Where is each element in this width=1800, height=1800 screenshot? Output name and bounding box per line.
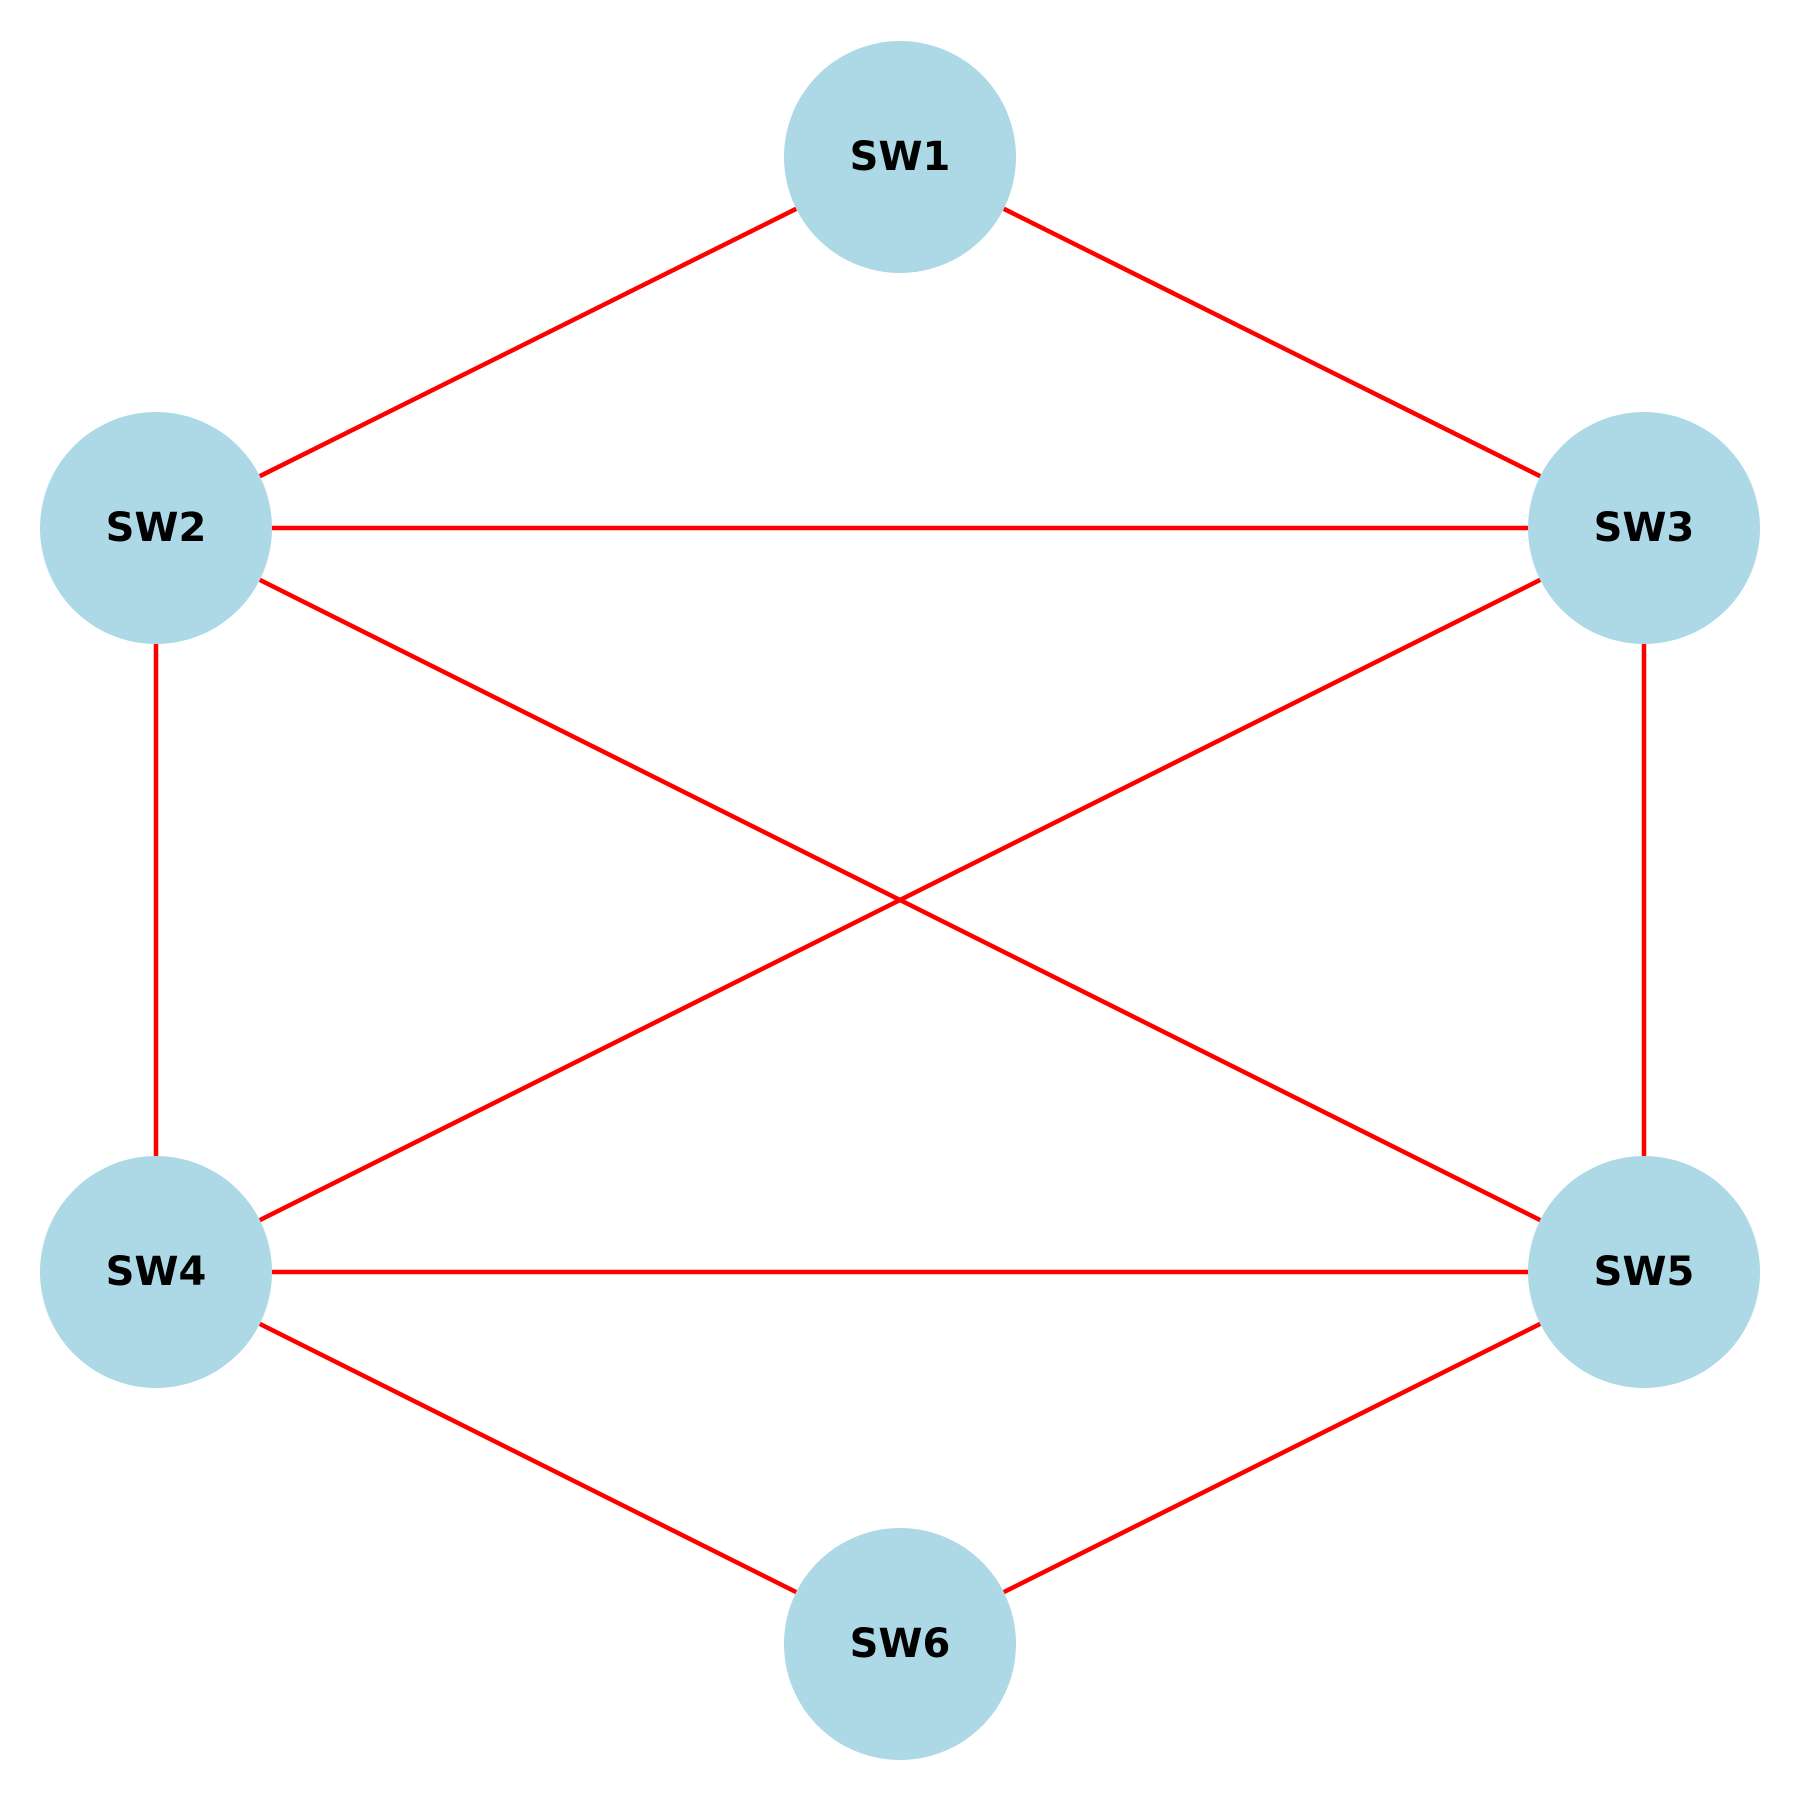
node-sw6: SW6 [784,1528,1016,1760]
node-label: SW4 [106,1249,207,1295]
node-sw3: SW3 [1528,412,1760,644]
node-label: SW1 [850,134,951,180]
edge-sw5-sw6 [1002,1321,1542,1595]
edge-sw1-sw3 [1002,206,1542,479]
node-circle [1528,1156,1760,1388]
node-circle [40,412,272,644]
node-label: SW3 [1594,505,1695,551]
node-sw4: SW4 [40,1156,272,1388]
node-sw2: SW2 [40,412,272,644]
node-label: SW2 [106,505,207,551]
node-label: SW6 [850,1621,951,1667]
edge-sw4-sw6 [258,1321,798,1595]
node-circle [40,1156,272,1388]
node-circle [784,41,1016,273]
node-circle [784,1528,1016,1760]
edge-sw1-sw2 [258,206,798,479]
node-label: SW5 [1594,1249,1695,1295]
node-circle [1528,412,1760,644]
edge-sw3-sw4 [258,577,1542,1223]
node-sw5: SW5 [1528,1156,1760,1388]
node-sw1: SW1 [784,41,1016,273]
edges-layer [153,206,1647,1595]
